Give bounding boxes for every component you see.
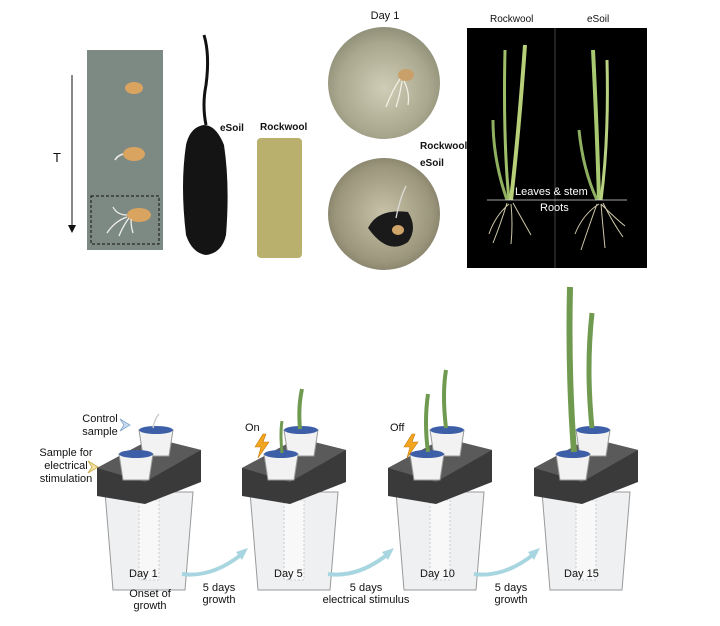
rockwool-block (257, 138, 302, 258)
comparison-right-label: eSoil (587, 14, 610, 25)
stim-pointer-icon (87, 460, 99, 474)
seed-stage-2 (123, 147, 145, 161)
comparison-plants (487, 28, 627, 268)
transition-1-text: 5 days growth (202, 582, 236, 606)
stage-3-day-label: Day 10 (420, 568, 455, 580)
stage-day-15: Day 15 (530, 285, 642, 592)
esoil-substrate (183, 34, 228, 255)
seed-stage-1 (125, 82, 143, 94)
roots-label: Roots (540, 202, 569, 214)
day1-title: Day 1 (370, 10, 400, 22)
stage-day-1-apparatus (97, 413, 201, 591)
stim-sample-label: Sample for electrical stimulation (39, 447, 93, 485)
stage-4-day-label: Day 15 (564, 568, 599, 580)
stage-1-day-label: Day 1 (129, 568, 158, 580)
stage-day-5-apparatus (242, 388, 346, 591)
stage-day-5: Day 5 (238, 385, 350, 592)
day1-rockwool-view (328, 27, 440, 139)
stage-2-day-label: Day 5 (274, 568, 303, 580)
control-sample-label: Control sample (82, 413, 118, 438)
comparison-panel (467, 28, 647, 268)
day1-rockwool-root-sketch (385, 69, 414, 108)
transition-arrow-1 (181, 548, 248, 577)
seed-germination-panel (87, 50, 163, 250)
rockwool-label: Rockwool (260, 122, 308, 133)
transition-arrow-2 (327, 548, 394, 577)
transition-3-text: 5 days growth (494, 582, 528, 606)
stage-day-10: Day 10 (384, 369, 496, 592)
seed-stage-3 (127, 208, 151, 222)
day1-esoil-root-sketch (368, 185, 413, 247)
stage-day-10-apparatus (388, 369, 492, 591)
day1-esoil-view (328, 158, 440, 270)
stage-day-1: Day 1 (93, 400, 205, 592)
day1-esoil-label: eSoil (420, 158, 444, 169)
stage-1-note: Onset of growth (129, 588, 171, 612)
lightning-bolt-icon (254, 433, 270, 459)
control-pointer-icon (119, 418, 131, 432)
seed-illustrations (90, 82, 160, 245)
time-axis-label: T (53, 150, 61, 165)
time-arrow (68, 75, 76, 233)
esoil-label: eSoil (220, 123, 244, 134)
day1-rockwool-label: Rockwool (420, 141, 468, 152)
leaves-stem-label: Leaves & stem (515, 186, 588, 198)
stage-day-15-apparatus (534, 286, 638, 591)
lightning-bolt-icon (403, 433, 419, 459)
transition-arrow-3 (473, 548, 540, 577)
highlight-box (90, 195, 160, 245)
comparison-left-label: Rockwool (490, 14, 534, 25)
stage-2-switch-label: On (245, 422, 260, 434)
transition-2-text: 5 days electrical stimulus (322, 582, 410, 606)
stage-3-switch-label: Off (390, 422, 405, 434)
